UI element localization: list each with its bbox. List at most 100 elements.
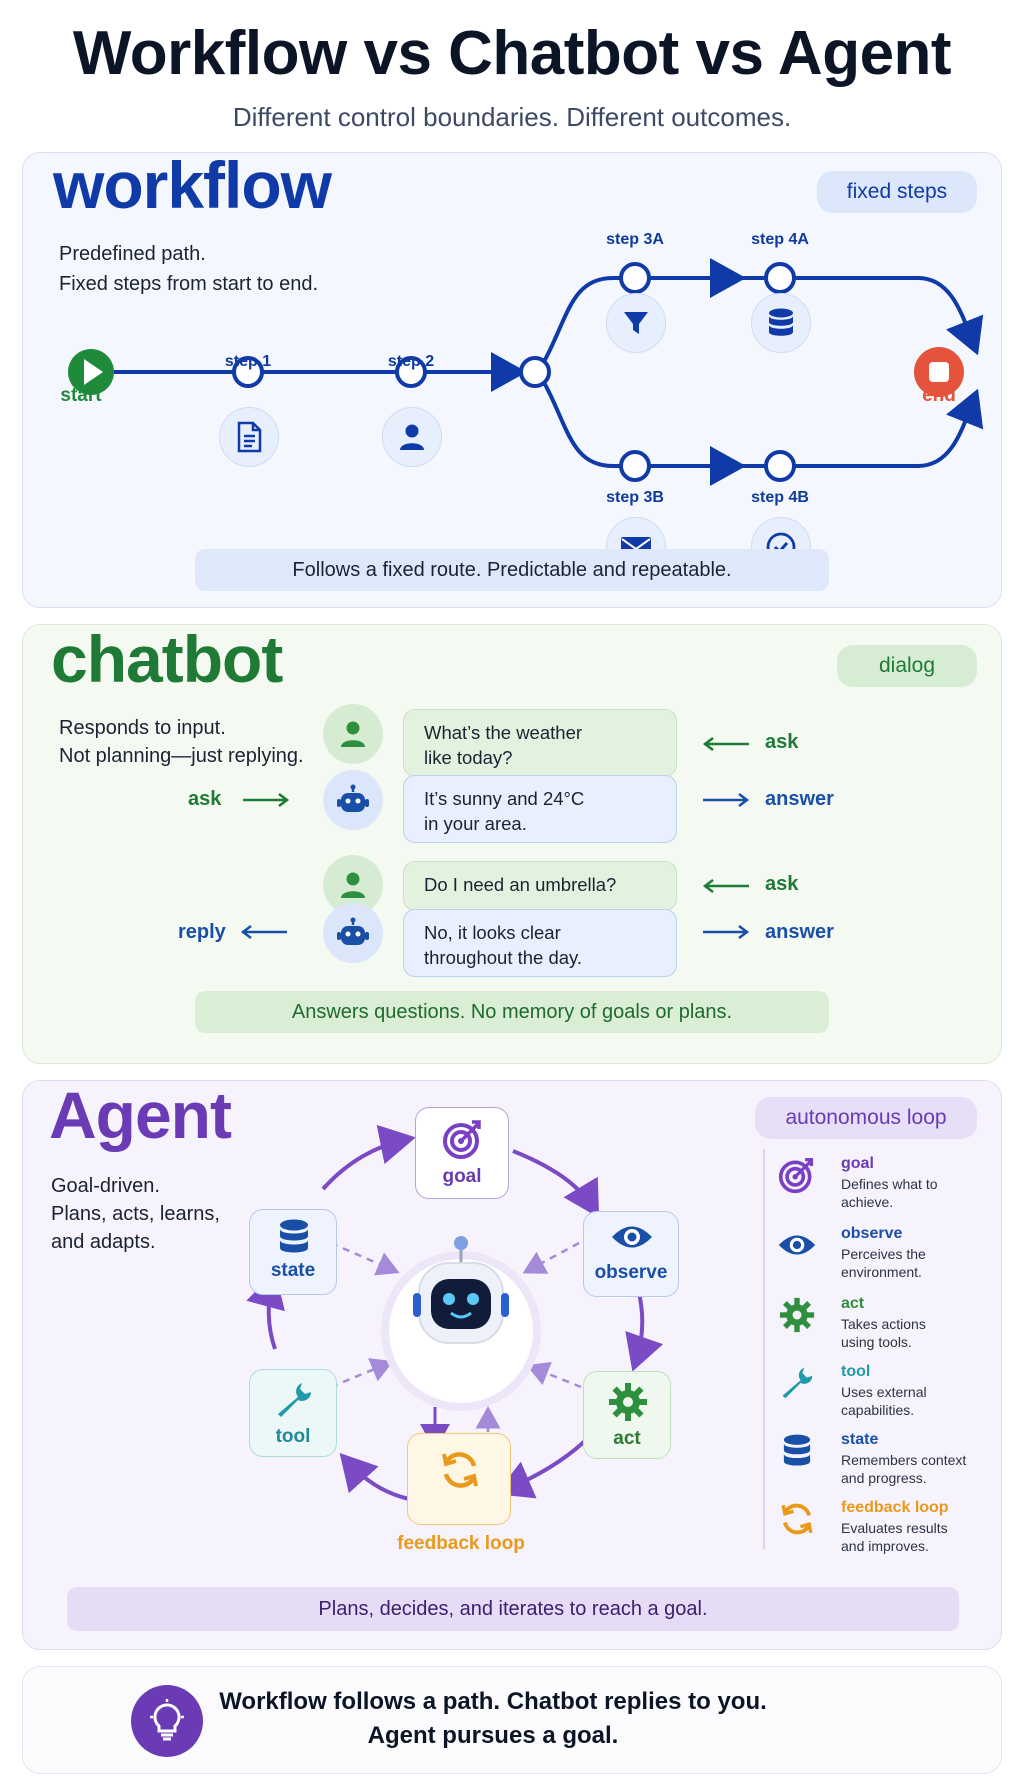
state-tile: state — [249, 1209, 337, 1295]
page-subtitle: Different control boundaries. Different … — [232, 102, 792, 132]
eye-icon — [777, 1225, 817, 1265]
user-avatar — [323, 704, 383, 764]
chatbot-desc-1: Responds to input. — [59, 717, 226, 739]
bot-avatar — [323, 903, 383, 963]
state-label: state — [270, 1260, 316, 1281]
legend-line: Remembers context — [841, 1452, 967, 1468]
legend-line: capabilities. — [841, 1402, 915, 1418]
summary-line-1: Workflow follows a path. Chatbot replies… — [219, 1688, 767, 1715]
legend-title: act — [841, 1295, 865, 1312]
workflow-badge: fixed steps — [817, 171, 977, 213]
arrow-right-icon — [243, 793, 290, 807]
arrow-left-icon — [702, 879, 749, 893]
act-tile: act — [583, 1371, 671, 1459]
workflow-footer: Follows a fixed route. Predictable and r… — [195, 549, 829, 591]
legend-divider — [763, 1149, 765, 1549]
workflow-desc-2: Fixed steps from start to end. — [59, 273, 318, 295]
ask-label: ask — [765, 731, 799, 753]
summary-panel: Workflow follows a path. Chatbot replies… — [22, 1666, 1002, 1774]
feedback-tile — [407, 1433, 511, 1525]
workflow-panel: workflow Predefined path. Fixed steps fr… — [22, 148, 1002, 608]
chatbot-footer: Answers questions. No memory of goals or… — [195, 991, 829, 1033]
legend-title: state — [841, 1431, 879, 1448]
branch-node — [519, 356, 551, 388]
ask-label: ask — [765, 873, 799, 895]
step2-node — [395, 356, 427, 388]
legend-line: Takes actions — [841, 1316, 926, 1332]
agent-desc-2: Plans, acts, learns, — [51, 1203, 220, 1225]
agent-panel: Agent Goal-driven. Plans, acts, learns, … — [22, 1078, 1002, 1650]
bot-avatar — [323, 770, 383, 830]
message-text: like today? — [424, 747, 513, 768]
chatbot-panel: chatbot Responds to input. Not planning—… — [22, 622, 1002, 1064]
summary-text: Workflow follows a path. Chatbot replies… — [213, 1685, 773, 1753]
chat-message-3: Do I need an umbrella? — [403, 861, 677, 911]
agent-loop-diagram — [246, 1124, 664, 1501]
observe-tile: observe — [583, 1211, 679, 1297]
user-icon — [382, 407, 442, 467]
legend-line: using tools. — [841, 1334, 912, 1350]
legend-title: goal — [841, 1155, 874, 1172]
robot-icon — [413, 1236, 509, 1344]
eye-icon — [612, 1226, 652, 1248]
workflow-diagram — [68, 258, 984, 486]
answer-label: answer — [765, 788, 834, 810]
legend-desc: Defines what to achieve. — [841, 1175, 981, 1211]
workflow-desc-1: Predefined path. — [59, 243, 206, 265]
message-text: throughout the day. — [424, 947, 583, 968]
step3b-label: step 3B — [606, 489, 664, 506]
goal-label: goal — [442, 1166, 482, 1187]
legend-title: feedback loop — [841, 1499, 949, 1516]
step3a-label: step 3A — [606, 231, 664, 248]
wrench-icon — [278, 1383, 311, 1417]
lightbulb-icon — [131, 1685, 203, 1757]
step4b-label: step 4B — [751, 489, 809, 506]
step3b-node — [619, 450, 651, 482]
chat-message-2: It’s sunny and 24°C in your area. — [403, 775, 677, 843]
chatbot-desc-2: Not planning—just replying. — [59, 745, 304, 767]
arrow-right-icon — [703, 793, 750, 807]
arrow-right-icon — [703, 925, 750, 939]
chatbot-badge: dialog — [837, 645, 977, 687]
refresh-icon — [777, 1499, 817, 1539]
chatbot-heading: chatbot — [51, 622, 283, 696]
legend-line: achieve. — [841, 1194, 894, 1210]
target-icon — [777, 1155, 817, 1195]
observe-label: observe — [594, 1262, 668, 1283]
arrow-left-icon — [240, 925, 287, 939]
agent-heading: Agent — [49, 1078, 232, 1152]
message-text: It’s sunny and 24°C — [424, 788, 585, 809]
chat-message-4: No, it looks clear throughout the day. — [403, 909, 677, 977]
arrow-left-icon — [702, 737, 749, 751]
tool-tile: tool — [249, 1369, 337, 1457]
chat-message-1: What’s the weather like today? — [403, 709, 677, 777]
agent-desc-1: Goal-driven. — [51, 1175, 160, 1197]
act-label: act — [613, 1428, 641, 1449]
database-icon — [280, 1219, 308, 1253]
path-upper-branch — [536, 276, 984, 374]
message-text: What’s the weather — [424, 722, 583, 743]
page-title: Workflow vs Chatbot vs Agent — [72, 19, 952, 88]
step3a-node — [619, 262, 651, 294]
ask-label: ask — [188, 788, 222, 810]
path-lower-branch — [536, 370, 984, 468]
reply-label: reply — [178, 921, 226, 943]
database-icon — [777, 1431, 817, 1471]
gear-icon — [609, 1383, 647, 1421]
message-text: Do I need an umbrella? — [424, 874, 617, 895]
end-label: end — [922, 385, 956, 406]
legend-line: Defines what to — [841, 1176, 938, 1192]
gear-icon — [777, 1295, 817, 1335]
step4b-node — [764, 450, 796, 482]
step2-label: step 2 — [387, 353, 435, 370]
step1-node — [232, 356, 264, 388]
message-text: No, it looks clear — [424, 922, 561, 943]
legend-line: Perceives the — [841, 1246, 926, 1262]
step4a-label: step 4A — [751, 231, 809, 248]
tool-label: tool — [275, 1426, 311, 1447]
message-text: in your area. — [424, 813, 527, 834]
legend-title: tool — [841, 1363, 871, 1380]
